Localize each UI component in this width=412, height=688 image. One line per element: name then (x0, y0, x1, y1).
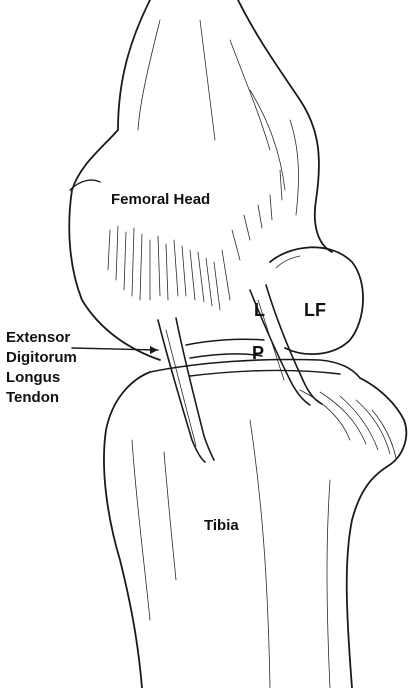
femoral-head-label: Femoral Head (111, 191, 210, 208)
extensor-label-line4: Tendon (6, 388, 77, 408)
l-label: L (254, 300, 265, 321)
femur (69, 0, 332, 360)
extensor-label-line3: Longus (6, 368, 77, 388)
tibia-label: Tibia (204, 517, 239, 534)
p-label: P (252, 343, 264, 364)
extensor-label-line1: Extensor (6, 328, 77, 348)
extensor-tendon (158, 318, 214, 462)
lf-label: LF (304, 300, 326, 321)
extensor-leader-arrow (72, 346, 158, 354)
extensor-label: Extensor Digitorum Longus Tendon (6, 328, 77, 408)
tibia-bone (104, 372, 406, 688)
extensor-label-line2: Digitorum (6, 348, 77, 368)
